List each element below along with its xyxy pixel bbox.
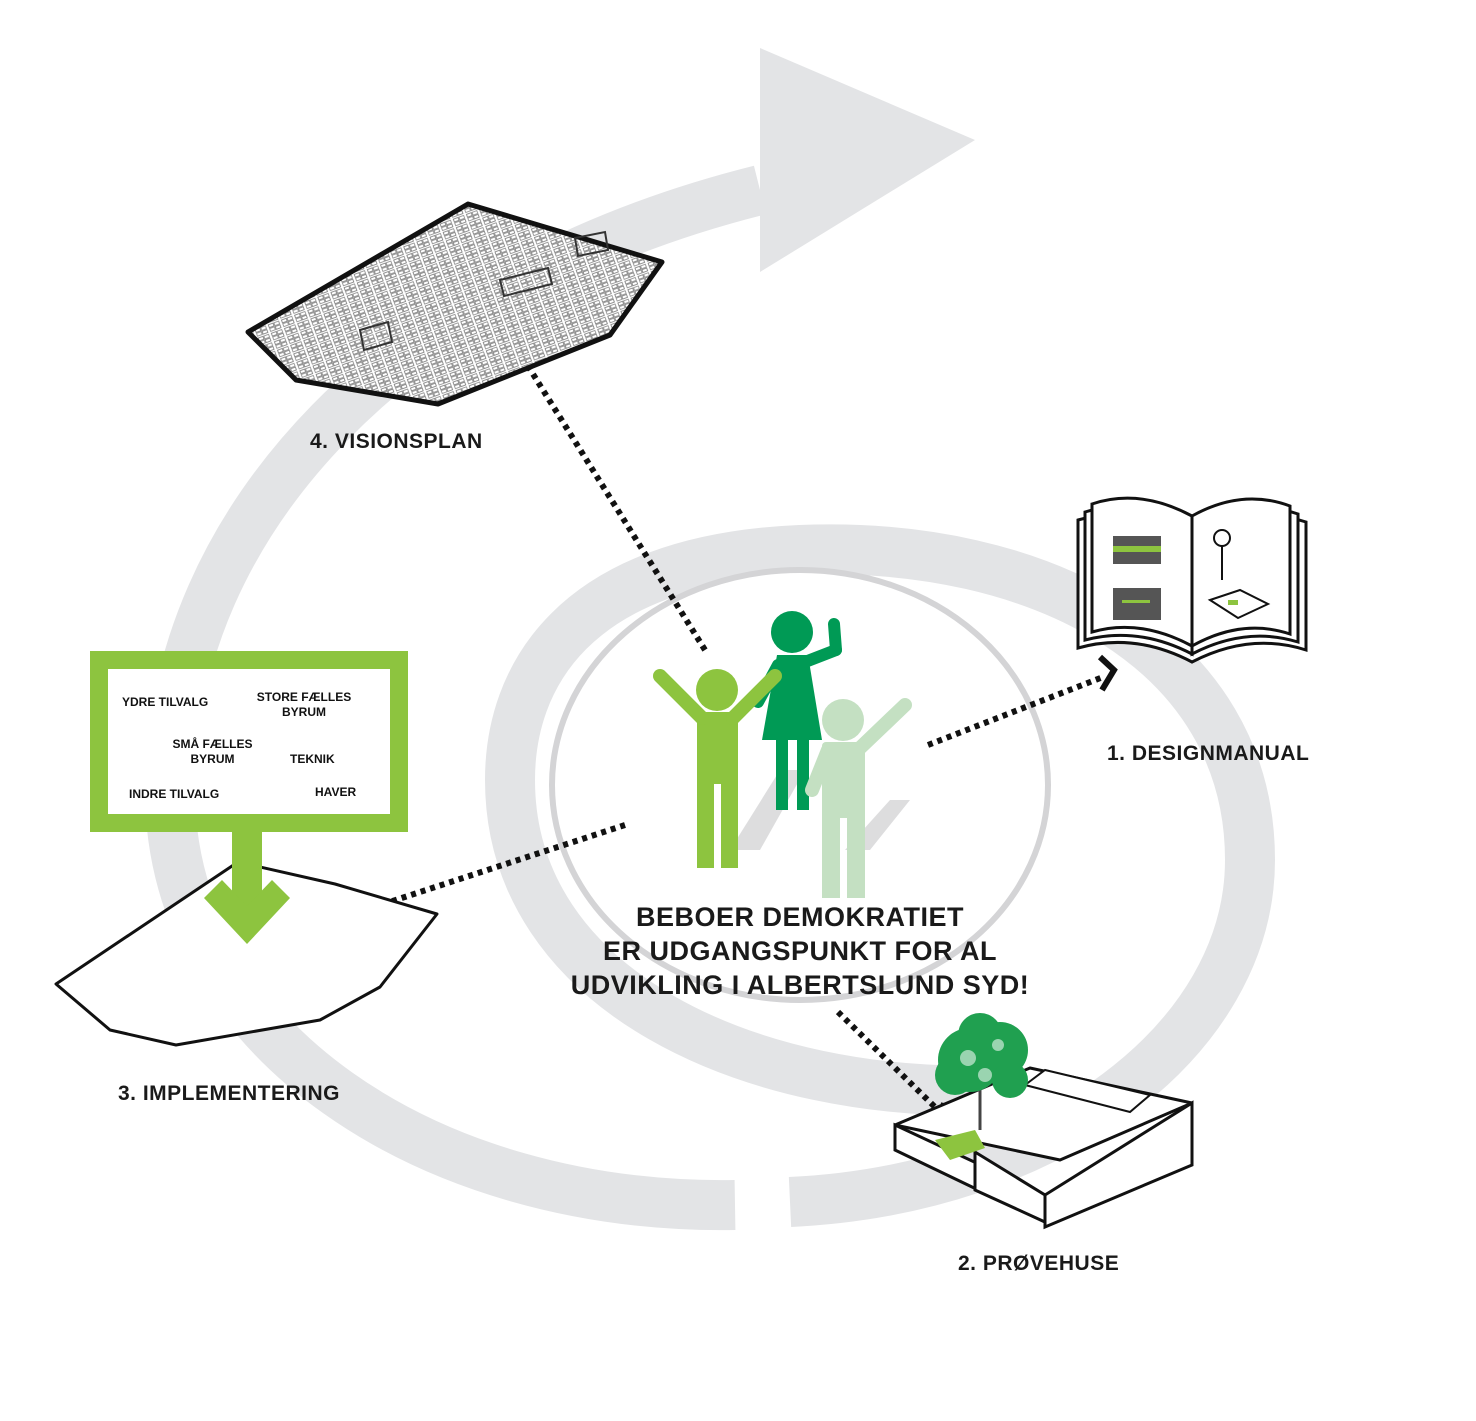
- center-message-line3: UDVIKLING I ALBERTSLUND SYD!: [570, 970, 1030, 1000]
- options-sign: [90, 651, 408, 944]
- label-visionsplan: 4. VISIONSPLAN: [310, 430, 483, 453]
- label-implementering: 3. IMPLEMENTERING: [118, 1082, 341, 1105]
- sign-indre-tilvalg: INDRE TILVALG: [129, 787, 220, 801]
- designmanual-book: [1076, 496, 1308, 664]
- label-designmanual: 1. DESIGNMANUAL: [1107, 742, 1310, 765]
- center-message: BEBOER DEMOKRATIET ER UDGANGSPUNKT FOR A…: [520, 900, 1080, 1002]
- sign-haver: HAVER: [315, 785, 357, 799]
- label-provehuse: 2. PRØVEHUSE: [958, 1252, 1120, 1275]
- sign-teknik: TEKNIK: [290, 752, 335, 766]
- people-group: [653, 611, 912, 898]
- center-message-line2: ER UDGANGSPUNKT FOR AL: [603, 936, 997, 966]
- sign-store-faelles-byrum: STORE FÆLLES BYRUM: [248, 690, 360, 720]
- sign-sma-faelles-line1: SMÅ FÆLLES: [172, 737, 253, 751]
- sign-sma-faelles-byrum: SMÅ FÆLLES BYRUM: [160, 737, 265, 767]
- center-message-line1: BEBOER DEMOKRATIET: [635, 902, 964, 932]
- sign-sma-faelles-line2: BYRUM: [190, 752, 235, 766]
- implementering-plot: [54, 860, 439, 1047]
- sign-ydre-tilvalg: YDRE TILVALG: [122, 695, 209, 709]
- provehuse-house: [893, 1066, 1194, 1230]
- sign-store-faelles-line1: STORE FÆLLES: [256, 690, 352, 704]
- sign-store-faelles-line2: BYRUM: [282, 705, 326, 719]
- tree: [935, 1013, 1028, 1130]
- person-green: [653, 669, 782, 868]
- visionsplan-map: [245, 201, 665, 407]
- connector-designmanual: [926, 654, 1118, 748]
- person-light-green: [805, 698, 912, 898]
